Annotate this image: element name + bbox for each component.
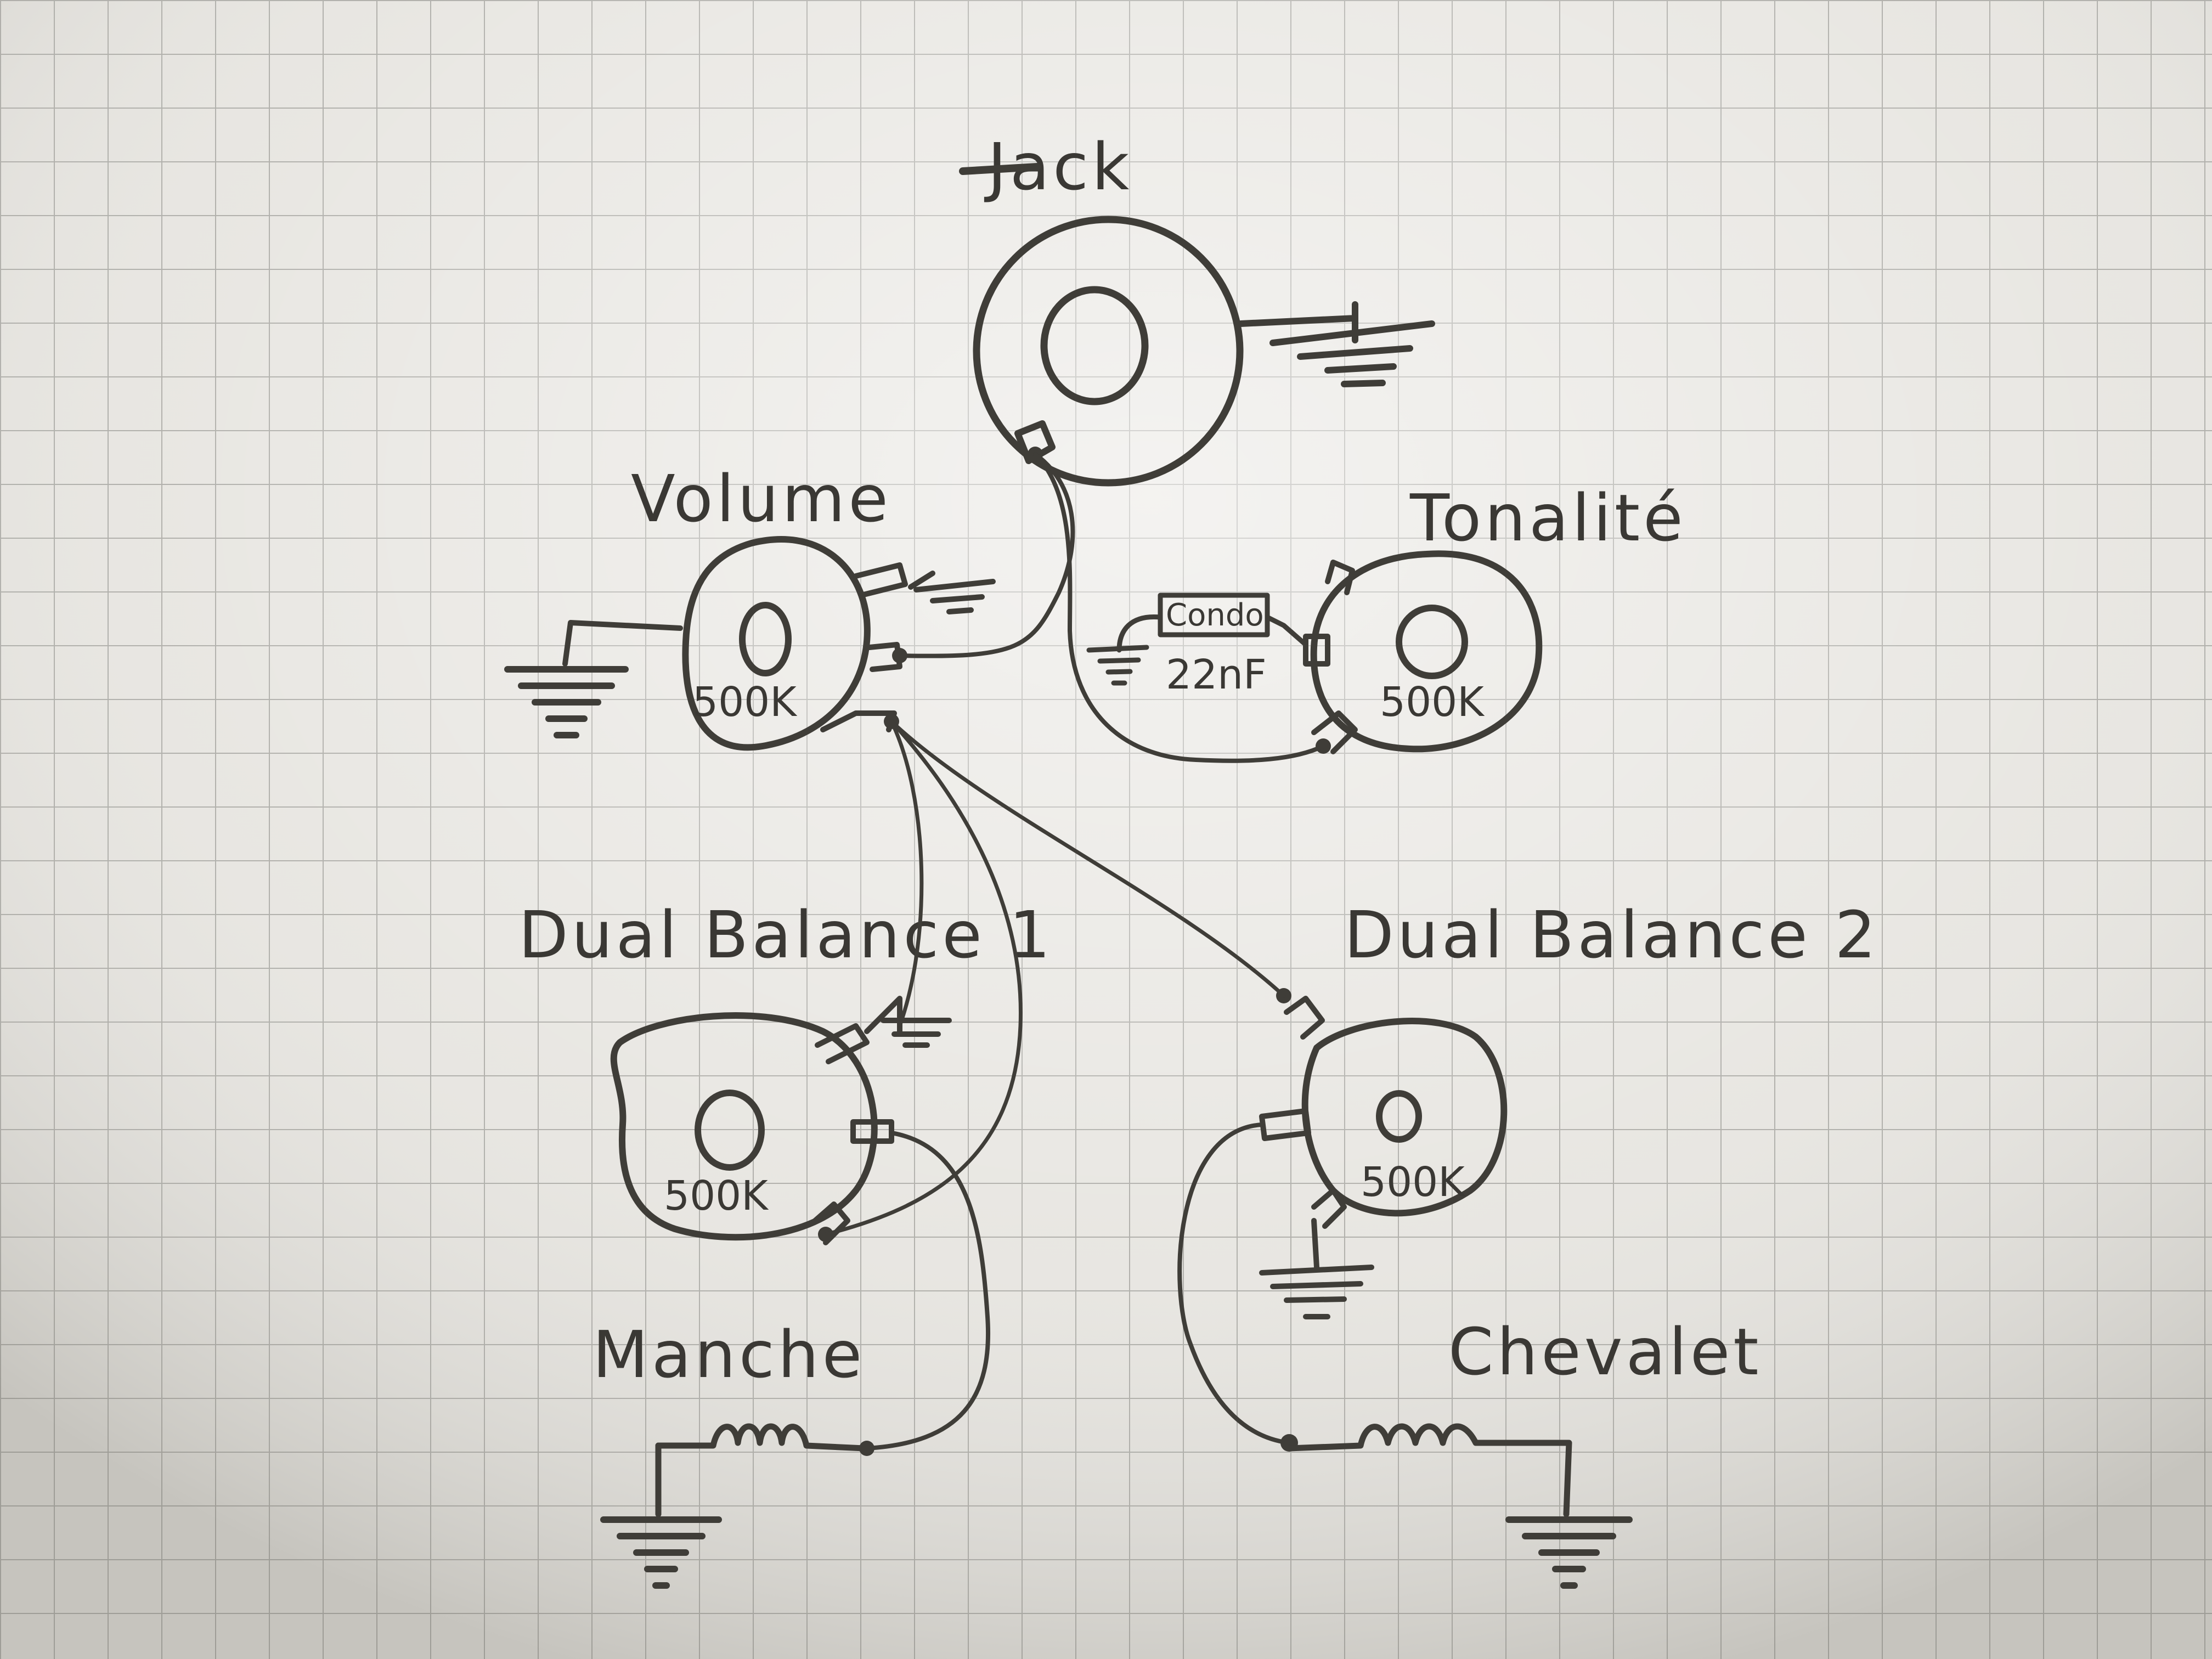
balance2-lug-2 — [1259, 1108, 1311, 1141]
balance1-pot-component: Dual Balance 1 500K — [518, 897, 1053, 1245]
bridge-pickup: Chevalet — [1280, 1314, 1762, 1589]
tone-lug-1 — [1325, 560, 1355, 595]
balance1-label: Dual Balance 1 — [518, 897, 1053, 973]
neck-pickup-label: Manche — [592, 1317, 865, 1392]
capacitor-ground-symbol — [1086, 645, 1149, 686]
volume-pot-shaft — [739, 602, 792, 676]
jack-lug — [1014, 420, 1056, 464]
tone-pot-shaft — [1396, 605, 1468, 679]
capacitor-label: Condo — [1166, 597, 1264, 633]
balance2-ground-symbol — [1259, 1218, 1374, 1319]
jack-ground-symbol — [1269, 320, 1435, 387]
jack-outer-ring — [973, 216, 1244, 487]
tone-label: Tonalité — [1409, 480, 1686, 556]
balance1-pot-shaft — [695, 1090, 765, 1171]
volume-label: Volume — [631, 461, 891, 537]
balance1-pot-value: 500K — [664, 1172, 769, 1220]
wire-volume-to-balance1-inner — [889, 719, 924, 1028]
neck-pickup-ground-symbol — [600, 1516, 722, 1589]
balance2-lug-1 — [1284, 996, 1325, 1040]
bridge-pickup-label: Chevalet — [1448, 1314, 1762, 1390]
balance1-lug-2 — [850, 1119, 894, 1144]
balance2-pot-shaft — [1376, 1090, 1422, 1143]
bridge-pickup-coil — [1286, 1423, 1572, 1517]
volume-lug-1 — [853, 562, 908, 598]
wire-jack-to-volume — [898, 452, 1075, 658]
jack-component: Jack — [959, 129, 1435, 487]
capacitor-to-tone-lead — [1265, 614, 1308, 647]
wire-balance1-to-neck — [865, 1131, 990, 1451]
tone-pot-value: 500K — [1380, 679, 1485, 726]
balance2-label: Dual Balance 2 — [1344, 897, 1879, 973]
volume-ground-lead-left — [562, 620, 683, 667]
capacitor-value: 22nF — [1166, 651, 1267, 698]
wire-volume-to-balance1-outer — [823, 719, 1023, 1237]
wire-balance2-to-bridge — [1177, 1122, 1291, 1445]
tone-lug-3 — [1311, 710, 1358, 754]
volume-pot-component: Volume 500K — [504, 461, 996, 751]
balance2-pot-value: 500K — [1361, 1159, 1466, 1206]
balance1-ground-symbol — [864, 996, 952, 1048]
tone-lug-2 — [1303, 634, 1330, 667]
tone-pot-body — [1310, 550, 1543, 753]
tone-pot-component: Tonalité 500K — [1303, 480, 1686, 754]
bridge-pickup-ground-symbol — [1505, 1516, 1633, 1589]
jack-label-underline — [959, 163, 1041, 175]
wire-jack-to-tone — [1033, 452, 1325, 763]
balance2-lug-3 — [1311, 1188, 1347, 1229]
volume-pot-value: 500K — [692, 679, 798, 726]
capacitor-to-ground-lead — [1116, 614, 1163, 653]
neck-pickup: Manche — [592, 1317, 874, 1589]
balance2-pot-body — [1301, 1018, 1508, 1217]
wires — [823, 452, 1325, 1451]
balance1-lug-1 — [815, 1023, 870, 1064]
volume-ground-symbol-right — [908, 571, 996, 614]
balance2-pot-component: Dual Balance 2 500K — [1259, 897, 1879, 1319]
volume-ground-symbol-left — [504, 666, 629, 738]
wire-volume-to-balance2 — [889, 719, 1286, 998]
jack-inner-ring — [1040, 286, 1149, 405]
tone-capacitor: Condo 22nF — [1086, 592, 1308, 698]
volume-pot-body — [682, 535, 871, 751]
neck-pickup-coil — [655, 1423, 867, 1452]
